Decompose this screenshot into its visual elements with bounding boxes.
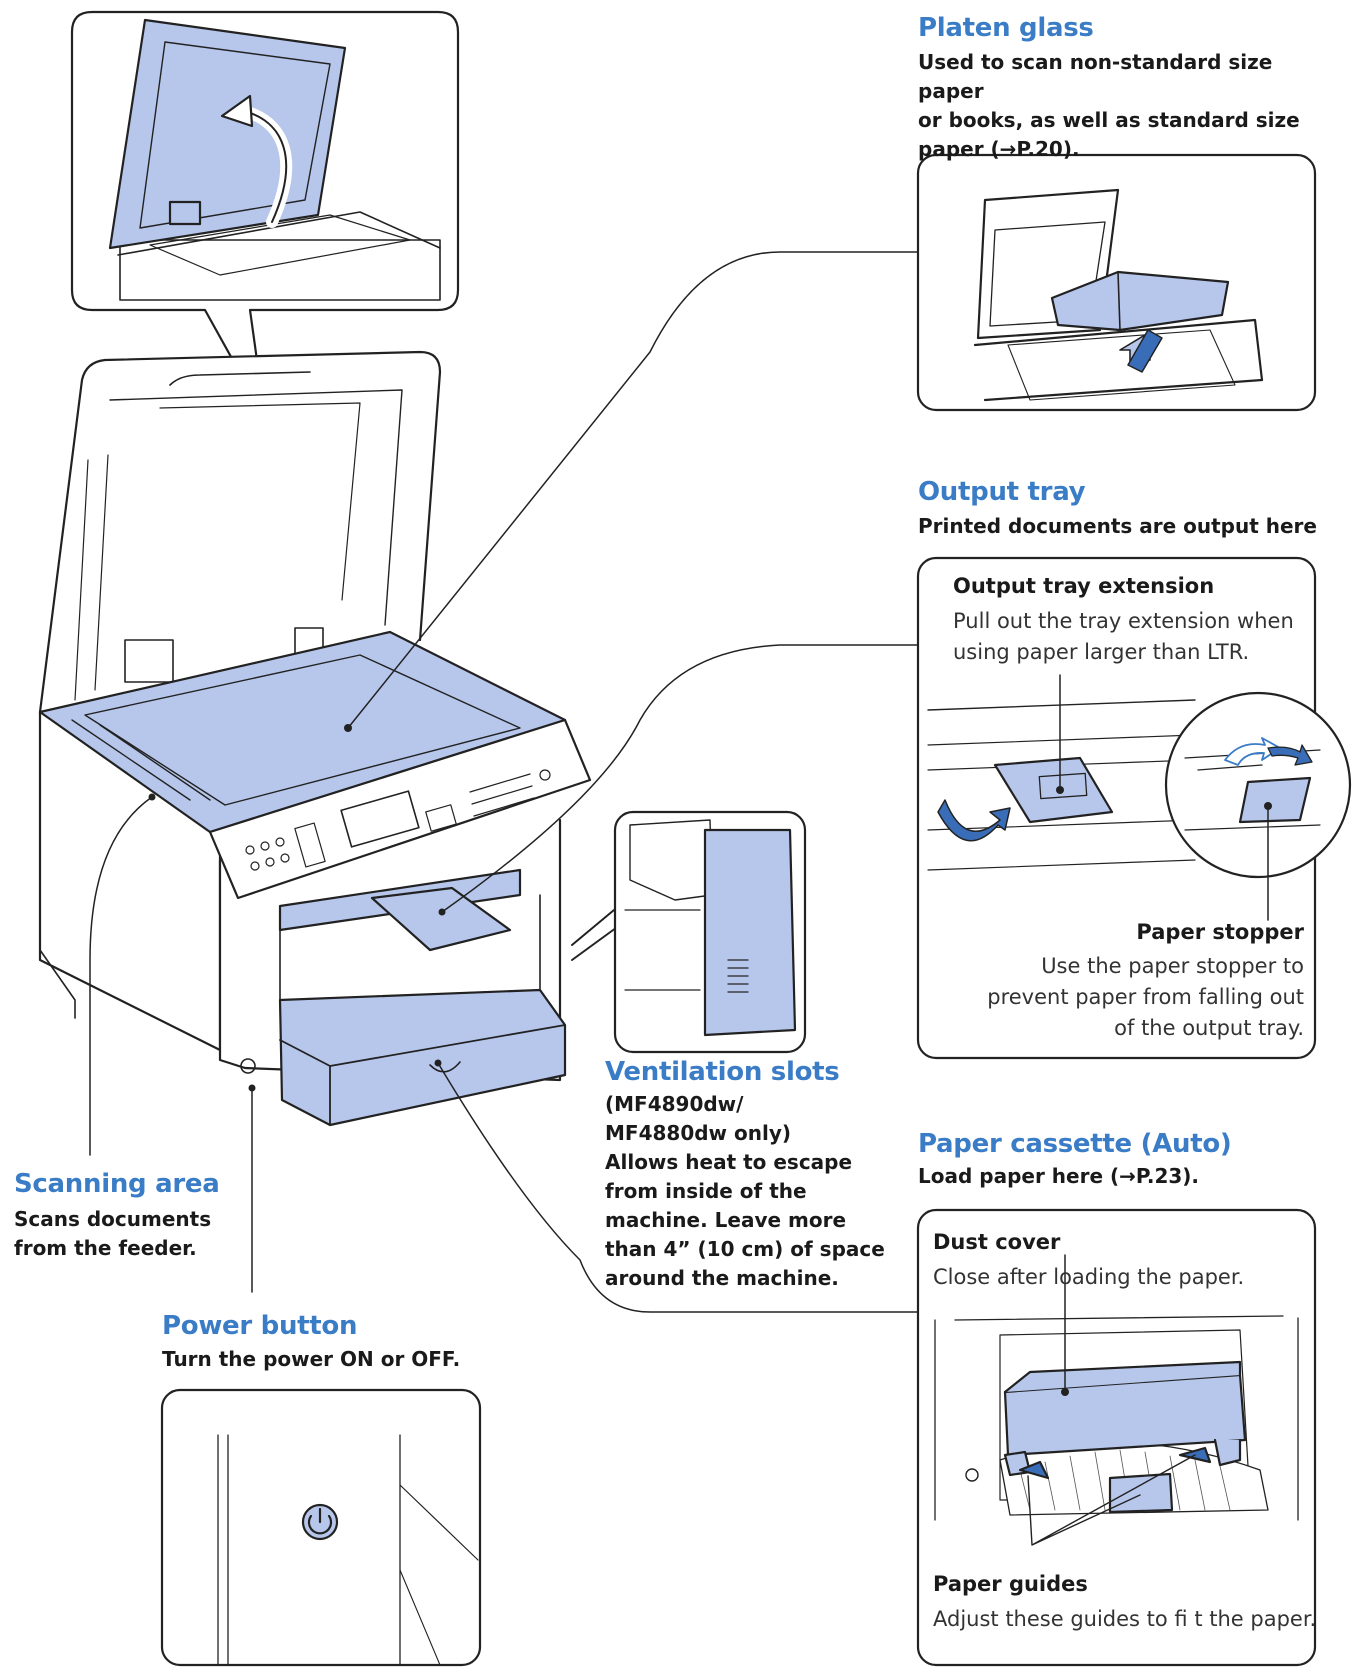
scanning-area-desc-line: from the feeder. bbox=[14, 1236, 197, 1260]
paper-cassette-desc: Load paper here (→P.23). bbox=[918, 1164, 1200, 1188]
ventilation-desc-line: than 4” (10 cm) of space bbox=[605, 1237, 885, 1261]
printer-illustration bbox=[38, 350, 592, 1127]
stopper-desc-line: Use the paper stopper to bbox=[1041, 954, 1304, 978]
output-tray-box bbox=[916, 556, 1352, 1060]
paper-guides-title: Paper guides bbox=[933, 1572, 1088, 1596]
ventilation-desc-line: MF4880dw only) bbox=[605, 1121, 791, 1145]
paper-stopper-desc: Use the paper stopper to prevent paper f… bbox=[987, 951, 1304, 1044]
ventilation-desc-line: (MF4890dw/ bbox=[605, 1092, 744, 1116]
ventilation-title: Ventilation slots bbox=[605, 1057, 840, 1087]
paper-stopper-title: Paper stopper bbox=[1136, 920, 1304, 944]
extension-desc-line: using paper larger than LTR. bbox=[953, 640, 1250, 664]
ventilation-desc-line: Allows heat to escape bbox=[605, 1150, 853, 1174]
power-button-box bbox=[160, 1388, 482, 1667]
extension-desc-line: Pull out the tray extension when bbox=[953, 609, 1294, 633]
ventilation-callout bbox=[571, 810, 807, 1054]
paper-cassette-title: Paper cassette (Auto) bbox=[918, 1129, 1232, 1159]
dust-cover-title: Dust cover bbox=[933, 1230, 1061, 1254]
power-button-desc: Turn the power ON or OFF. bbox=[162, 1347, 461, 1371]
feeder-lid-callout bbox=[70, 10, 460, 420]
ventilation-desc-line: machine. Leave more bbox=[605, 1208, 847, 1232]
ventilation-desc-line: from inside of the bbox=[605, 1179, 807, 1203]
platen-glass-desc: Used to scan non-standard size paper or … bbox=[918, 48, 1338, 164]
ventilation-desc-line: around the machine. bbox=[605, 1266, 839, 1290]
output-tray-extension-title: Output tray extension bbox=[953, 574, 1215, 598]
stopper-desc-line: prevent paper from falling out bbox=[987, 985, 1304, 1009]
output-tray-extension-desc: Pull out the tray extension when using p… bbox=[953, 606, 1294, 668]
platen-glass-desc-line: paper (→P.20). bbox=[918, 137, 1080, 161]
platen-glass-title: Platen glass bbox=[918, 13, 1094, 43]
scanning-area-title: Scanning area bbox=[14, 1169, 220, 1199]
platen-glass-box bbox=[916, 153, 1317, 412]
platen-glass-desc-line: or books, as well as standard size bbox=[918, 108, 1300, 132]
scanning-area-desc: Scans documents from the feeder. bbox=[14, 1205, 211, 1263]
dust-cover-desc: Close after loading the paper. bbox=[933, 1265, 1245, 1289]
platen-glass-desc-line: Used to scan non-standard size paper bbox=[918, 50, 1273, 103]
scanning-area-desc-line: Scans documents bbox=[14, 1207, 212, 1231]
ventilation-desc: (MF4890dw/ MF4880dw only) Allows heat to… bbox=[605, 1090, 885, 1293]
leader-lines bbox=[89, 251, 919, 1313]
output-tray-desc: Printed documents are output here bbox=[918, 514, 1317, 538]
stopper-desc-line: of the output tray. bbox=[1114, 1016, 1304, 1040]
power-button-title: Power button bbox=[162, 1311, 358, 1341]
output-tray-title: Output tray bbox=[918, 477, 1086, 507]
paper-cassette-box bbox=[916, 1208, 1317, 1667]
paper-guides-desc: Adjust these guides to fi t the paper. bbox=[933, 1607, 1317, 1631]
